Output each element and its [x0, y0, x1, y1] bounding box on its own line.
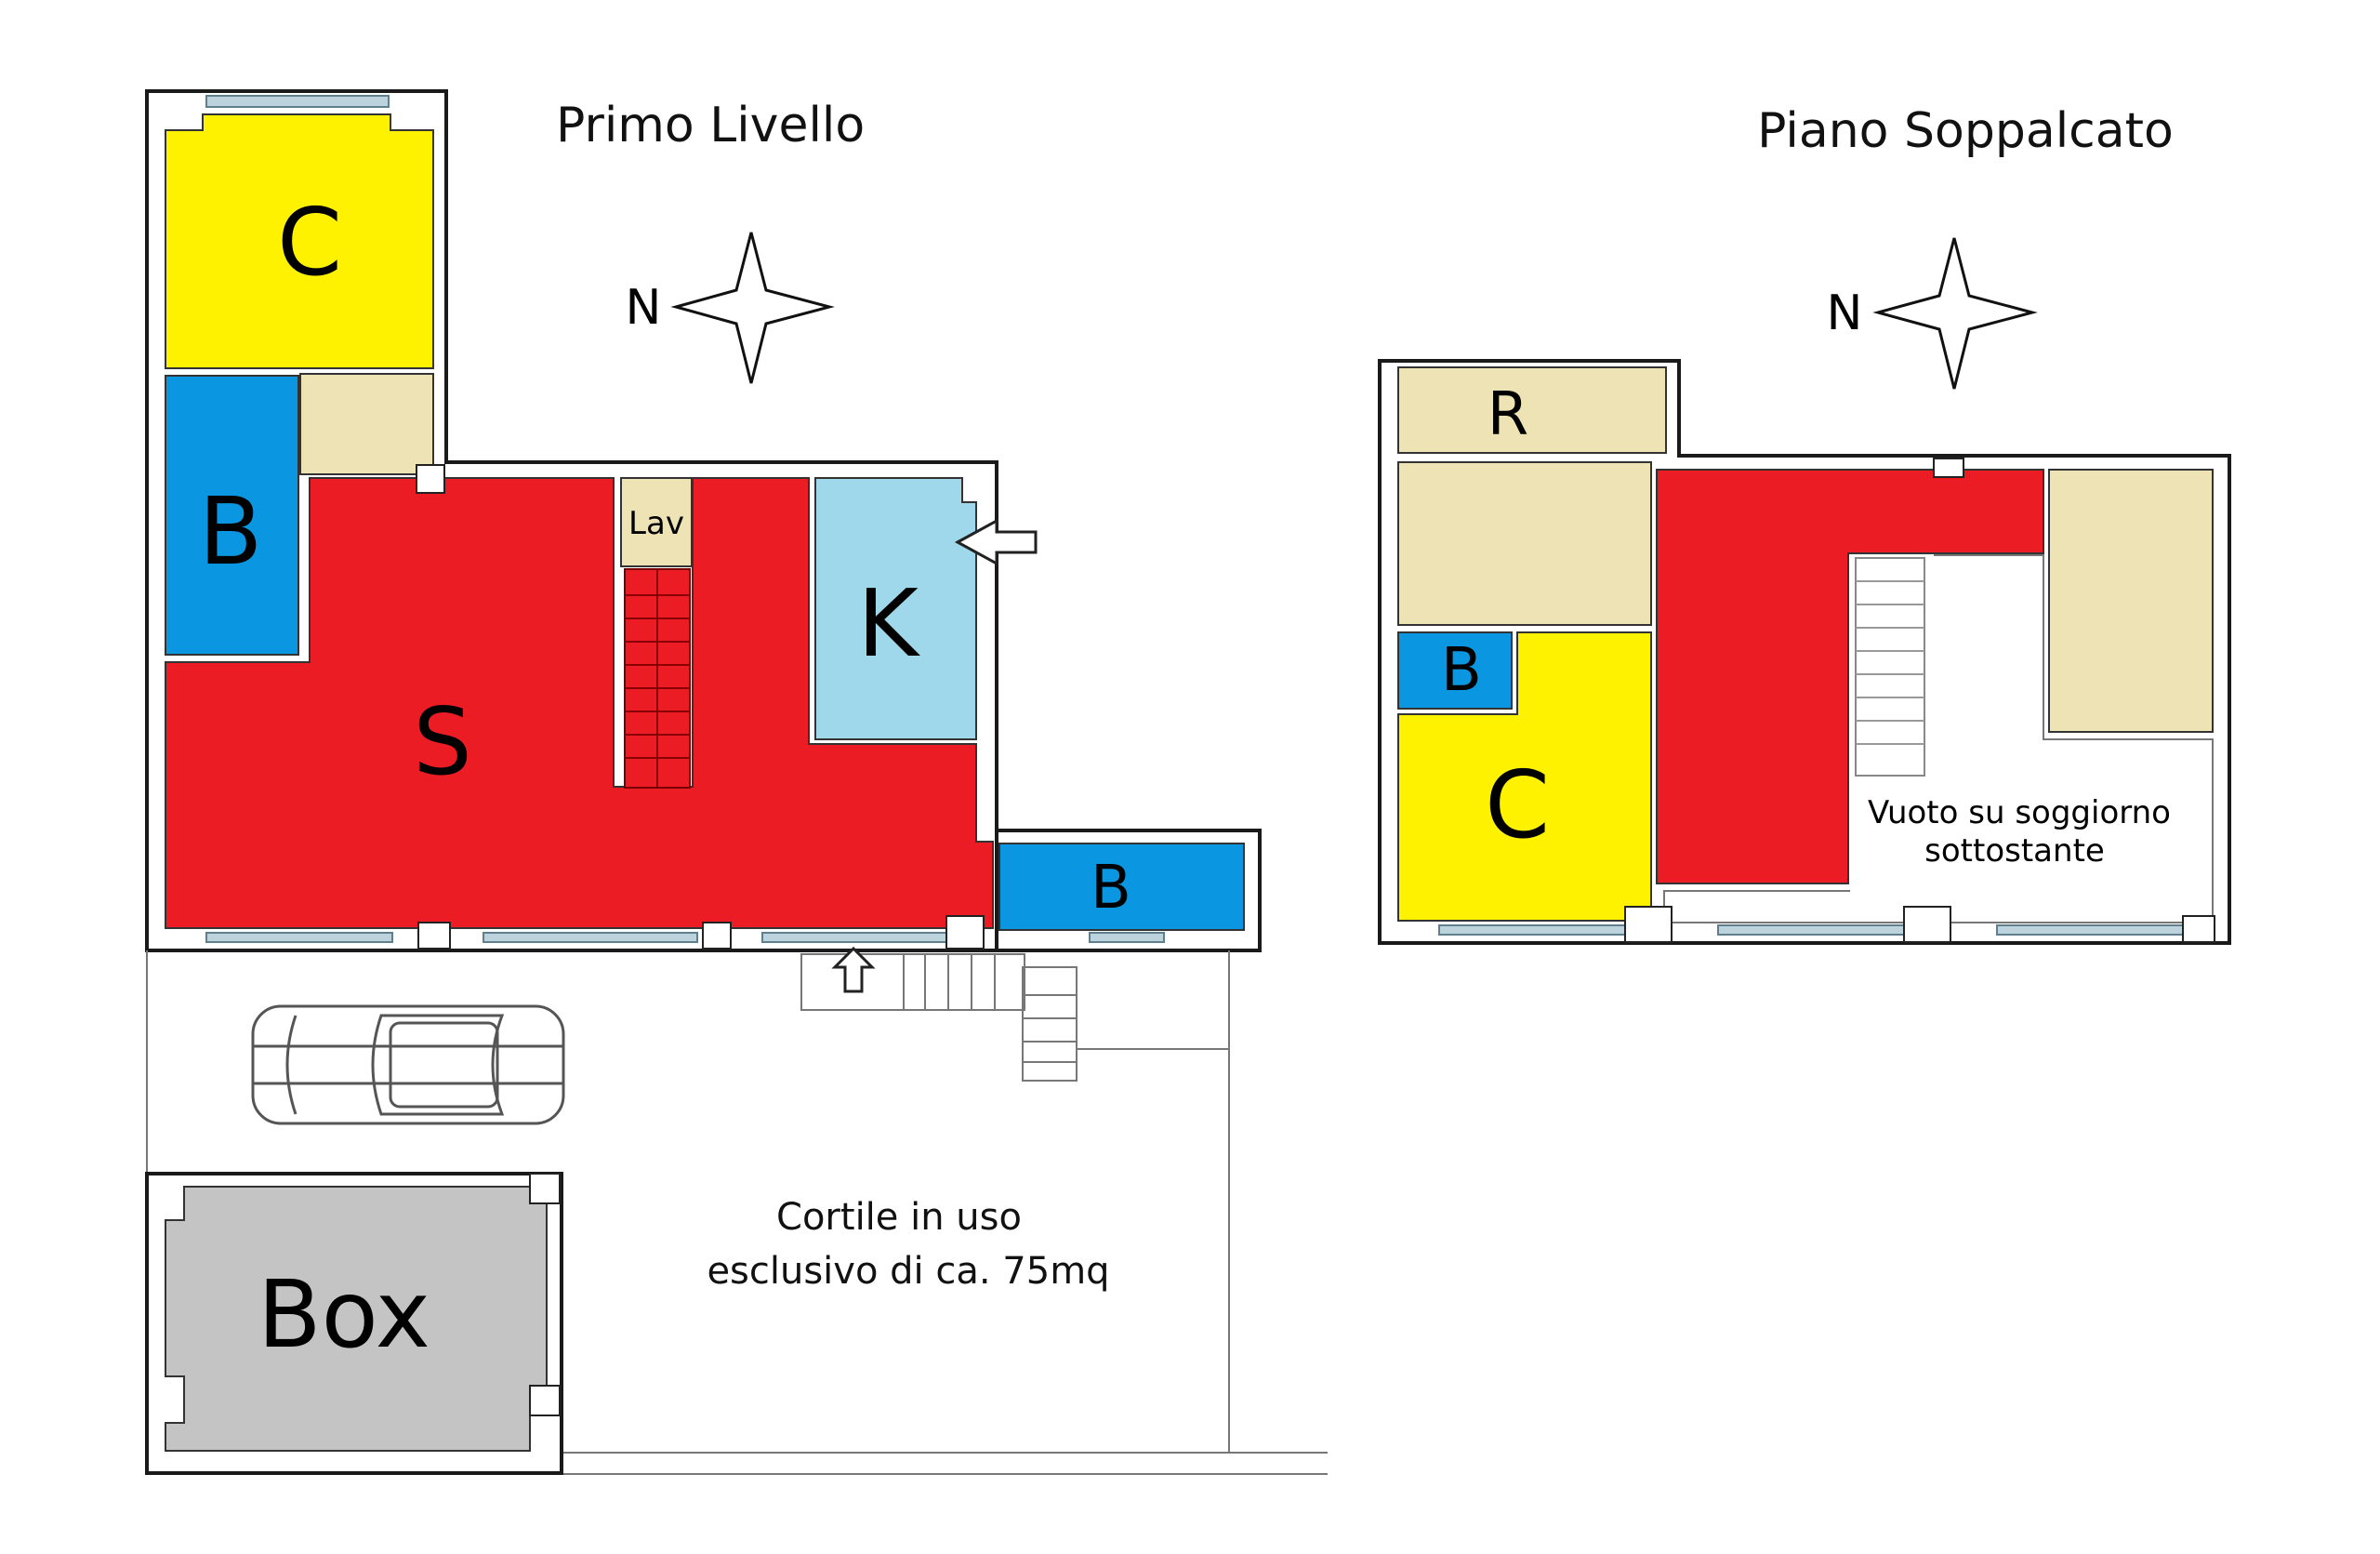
mezzanine-outer-wall — [1378, 359, 2231, 945]
stairs-mezzanine — [1855, 557, 1925, 777]
label-lavanderia: Lav — [628, 505, 684, 542]
label-soggiorno: S — [413, 687, 471, 796]
compass-star-icon — [670, 232, 835, 384]
void-area-outline — [1663, 554, 2214, 923]
label-camera: C — [277, 188, 342, 297]
compass-left: N — [626, 232, 835, 384]
room-ripostiglio — [1397, 366, 1667, 454]
room-bagno-2 — [998, 843, 1245, 931]
room-disimpegno — [299, 373, 434, 475]
room-lavanderia — [620, 477, 693, 567]
title-piano-soppalcato: Piano Soppalcato — [1757, 103, 2174, 159]
void-note-line2: sottostante — [1924, 832, 2105, 870]
room-service-mezzanine — [2048, 469, 2214, 733]
label-bagno-mezzanine: B — [1441, 636, 1482, 705]
car-icon — [251, 1004, 565, 1125]
compass-north-label: N — [626, 280, 662, 336]
courtyard-outline — [146, 950, 1328, 1475]
room-disimpegno-mezzanine — [1397, 461, 1652, 626]
room-camera-mezzanine — [1397, 631, 1652, 922]
garage-outline — [145, 1172, 563, 1475]
entry-arrow-up-icon — [831, 946, 876, 993]
room-camera — [165, 113, 434, 369]
label-bagno: B — [199, 477, 263, 586]
label-ripostiglio: R — [1488, 380, 1528, 449]
label-bagno-2: B — [1091, 854, 1131, 923]
room-bagno — [165, 375, 299, 656]
title-primo-livello: Primo Livello — [556, 98, 865, 153]
label-camera-mezzanine: C — [1485, 750, 1550, 859]
room-cucina — [814, 477, 977, 740]
mezzanine-plan: Piano Soppalcato R B C Vuoto su soggiorn… — [1378, 103, 2231, 945]
compass-north-label: N — [1827, 286, 1863, 341]
courtyard-note-line1: Cortile in uso — [776, 1196, 1022, 1239]
room-bagno-mezzanine — [1397, 631, 1513, 710]
label-box: Box — [258, 1260, 430, 1369]
label-cucina: K — [857, 569, 920, 678]
courtyard-note-line2: esclusivo di ca. 75mq — [707, 1250, 1109, 1293]
room-corridor-mezzanine — [1656, 469, 2044, 884]
level1-plan: Primo Livello C B S Lav K B Box Cortile … — [145, 89, 1328, 1475]
compass-star-icon — [1872, 237, 2038, 390]
entrance-arrow-icon — [954, 518, 1038, 566]
compass-right: N — [1827, 237, 2038, 390]
outdoor-steps — [800, 953, 1229, 1082]
void-note-line1: Vuoto su soggiorno — [1868, 794, 2171, 831]
